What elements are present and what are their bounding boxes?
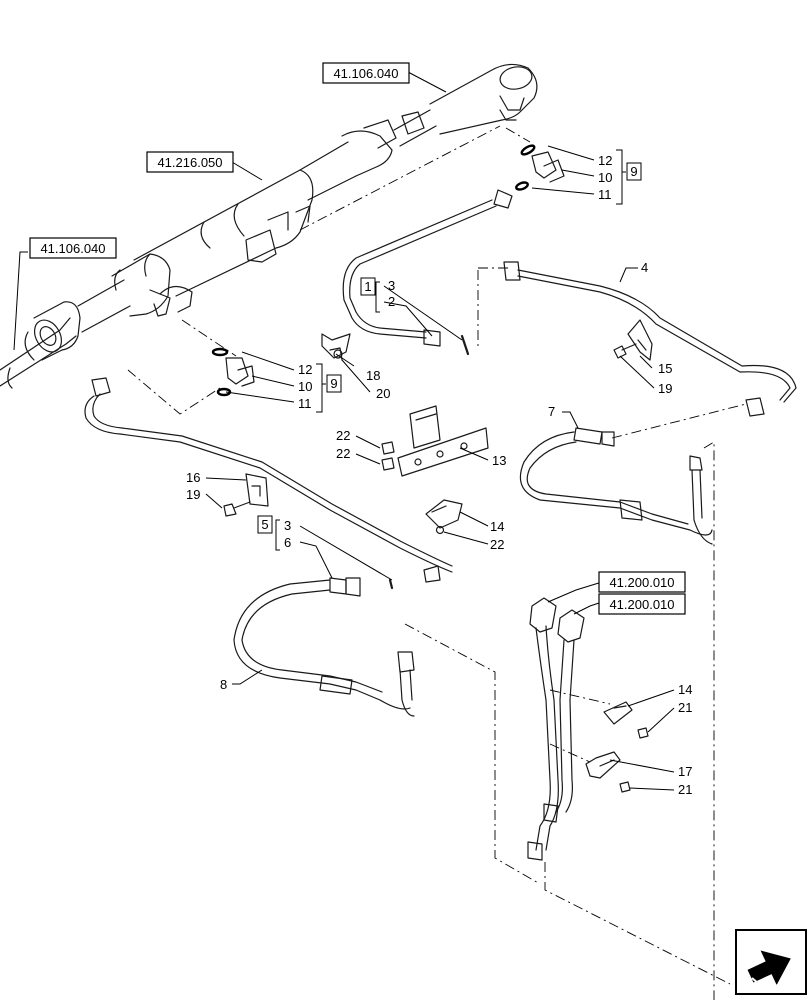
- vertical-pipes: [527, 597, 585, 861]
- kit-brackets: [275, 149, 626, 551]
- lower-fitting-kit: [211, 347, 255, 397]
- callout-10-lower: 10: [298, 379, 312, 394]
- pipe-2: [342, 189, 513, 356]
- leader-lines: [13, 71, 675, 791]
- upper-fitting-kit: [515, 144, 565, 191]
- callout-18: 18: [366, 368, 380, 383]
- callout-15: 15: [658, 361, 672, 376]
- callout-12-lower: 12: [298, 362, 312, 377]
- callout-6: 6: [284, 535, 291, 550]
- callout-12-top: 12: [598, 153, 612, 168]
- clips-lower: [585, 701, 649, 793]
- callout-2: 2: [388, 294, 395, 309]
- callout-21-a: 21: [678, 700, 692, 715]
- svg-text:5: 5: [261, 517, 268, 532]
- reference-label-ref-left[interactable]: 41.106.040: [29, 237, 117, 259]
- kit-label-1: 1: [360, 277, 376, 296]
- callout-20: 20: [376, 386, 390, 401]
- bracket-15: [613, 319, 653, 361]
- kit-label-5: 5: [257, 515, 273, 534]
- callout-4: 4: [641, 260, 648, 275]
- callout-numbers: 12 10 11 4 3 2 18 20 15 19 12 10 11 7 22…: [186, 153, 692, 797]
- svg-text:41.200.010: 41.200.010: [609, 575, 674, 590]
- callout-22-c: 22: [490, 537, 504, 552]
- pipe-4: [503, 261, 797, 417]
- clip-14-middle: [425, 499, 463, 535]
- svg-text:9: 9: [630, 164, 637, 179]
- kit-label-top-9: 9: [626, 162, 642, 181]
- callout-16: 16: [186, 470, 200, 485]
- callout-22-a: 22: [336, 428, 350, 443]
- callout-3-lower: 3: [284, 518, 291, 533]
- pipe-6: [84, 377, 453, 590]
- callout-14-lower: 14: [678, 682, 692, 697]
- connection-lines: [127, 125, 747, 1000]
- reference-label-ref-top[interactable]: 41.106.040: [322, 62, 410, 84]
- kit-label-lower-9: 9: [326, 374, 342, 393]
- svg-text:41.106.040: 41.106.040: [333, 66, 398, 81]
- callout-14-middle: 14: [490, 519, 504, 534]
- reference-label-ref-pipe-b[interactable]: 41.200.010: [598, 593, 686, 615]
- pipe-8: [233, 577, 415, 717]
- svg-text:41.200.010: 41.200.010: [609, 597, 674, 612]
- callout-19-left: 19: [186, 487, 200, 502]
- steering-cylinder: [0, 63, 538, 389]
- svg-text:41.106.040: 41.106.040: [40, 241, 105, 256]
- next-page-arrow-icon[interactable]: [735, 929, 807, 995]
- callout-19-right: 19: [658, 381, 672, 396]
- callout-10-top: 10: [598, 170, 612, 185]
- callout-11-lower: 11: [298, 396, 312, 411]
- callout-22-b: 22: [336, 446, 350, 461]
- clip-18: [321, 333, 351, 361]
- callout-13: 13: [492, 453, 506, 468]
- svg-text:9: 9: [330, 376, 337, 391]
- bracket-13: [381, 405, 489, 477]
- callout-8: 8: [220, 677, 227, 692]
- callout-11-top: 11: [598, 187, 612, 202]
- callout-3-upper: 3: [388, 278, 395, 293]
- svg-text:41.216.050: 41.216.050: [157, 155, 222, 170]
- bracket-16: [223, 473, 269, 517]
- svg-text:1: 1: [364, 279, 371, 294]
- pipe-7: [519, 427, 713, 545]
- callout-17: 17: [678, 764, 692, 779]
- callout-21-b: 21: [678, 782, 692, 797]
- reference-label-ref-cyl[interactable]: 41.216.050: [146, 151, 234, 173]
- reference-label-ref-pipe-a[interactable]: 41.200.010: [598, 571, 686, 593]
- callout-7: 7: [548, 404, 555, 419]
